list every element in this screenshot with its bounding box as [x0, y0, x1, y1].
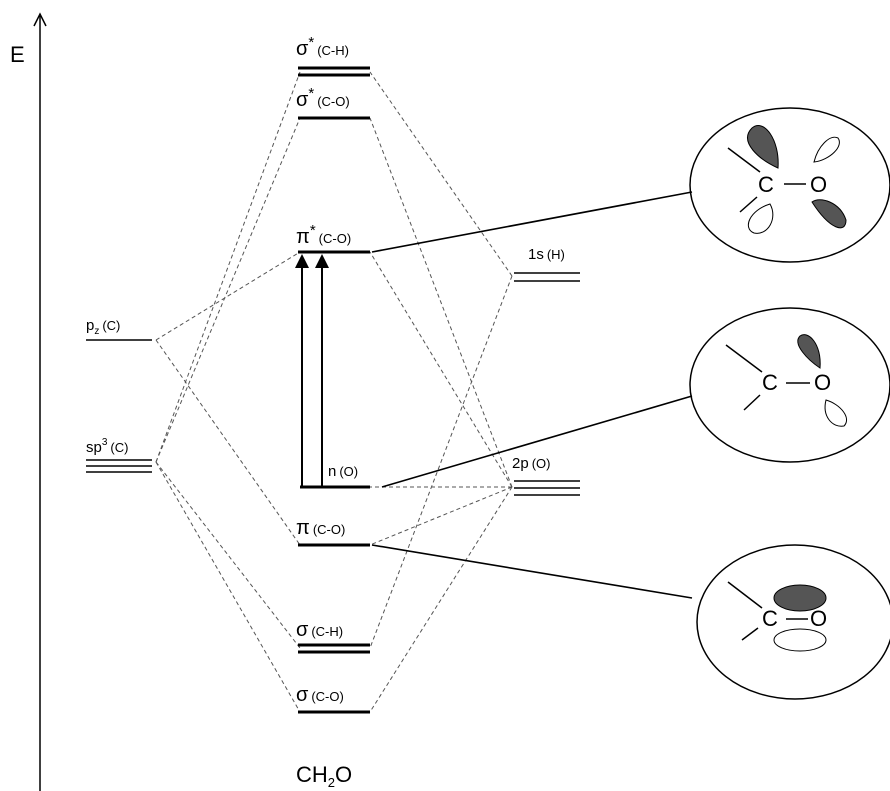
atom-o: O: [814, 370, 831, 395]
level-1s-h: [514, 272, 580, 282]
atom-c: C: [758, 172, 774, 197]
dash-2p-sigmastar-co: [369, 117, 513, 488]
label-n-o: n(O): [328, 463, 358, 480]
label-sp3-c: sp3(C): [86, 437, 128, 456]
lobe-open-o-top: [813, 136, 840, 163]
lobe-open-c-bottom: [748, 203, 774, 234]
label-sigma-co: σ(C-O): [296, 684, 344, 706]
dash-2p-pi: [369, 486, 513, 546]
level-2p-o: [514, 480, 580, 496]
ch-bond-lower: [741, 627, 759, 641]
ch-bond-lower: [743, 394, 761, 411]
atom-o: O: [810, 172, 827, 197]
label-pz-c: pz(C): [86, 317, 120, 337]
arrowhead-1: [295, 254, 309, 268]
orbital-picture-pi: C O: [696, 544, 890, 700]
level-sigma-star-ch: [298, 66, 370, 77]
connector-pistar: [371, 191, 693, 253]
lobe-open-bottom: [773, 628, 827, 652]
label-sigma-star-ch: σ*(C-H): [296, 34, 349, 60]
energy-axis-arrowhead: [33, 12, 47, 27]
picture-boundary: [689, 307, 890, 463]
mo-labels: σ*(C-H) σ*(C-O) π*(C-O) n(O) π(C-O) σ(C-…: [296, 34, 358, 706]
atomic-labels: pz(C) sp3(C) 1s(H) 2p(O): [86, 246, 565, 472]
picture-connectors: [371, 191, 693, 599]
label-1s-h: 1s(H): [528, 246, 565, 263]
ch-bond-upper: [727, 147, 761, 173]
orbital-picture-n: C O: [689, 307, 890, 463]
level-sp3-c: [86, 459, 152, 473]
mo-levels: [298, 66, 370, 714]
transition-arrows: [295, 254, 329, 487]
picture-boundary: [689, 107, 890, 263]
molecule-label: CH2O: [296, 762, 352, 790]
atomic-levels: [86, 272, 580, 496]
energy-axis-label: E: [10, 42, 25, 67]
connector-n: [381, 395, 693, 488]
atom-c: C: [762, 370, 778, 395]
dash-1s-sigmastar-ch: [369, 71, 513, 277]
dash-sp3-sigmastar-ch: [155, 71, 301, 463]
dash-1s-sigma-ch: [369, 275, 513, 649]
dash-pz-pi: [155, 339, 301, 546]
orbital-picture-pi-star: C O: [689, 107, 890, 263]
level-sigma-ch: [298, 643, 370, 654]
energy-axis: E: [10, 12, 47, 791]
lobe-open-o-bottom: [824, 399, 848, 427]
ch-bond-lower: [739, 196, 758, 213]
dash-sp3-sigma-co: [155, 461, 301, 713]
lobe-filled-c-top: [747, 125, 779, 169]
dash-sp3-sigma-ch: [155, 461, 301, 649]
label-sigma-star-co: σ*(C-O): [296, 85, 350, 111]
label-sigma-ch: σ(C-H): [296, 619, 343, 641]
arrowhead-2: [315, 254, 329, 268]
ch-bond-upper: [725, 344, 763, 373]
dash-2p-sigma-co: [369, 486, 513, 713]
label-pi-star-co: π*(C-O): [296, 222, 351, 248]
ch-bond-upper: [727, 581, 763, 609]
picture-boundary: [696, 544, 890, 700]
lobe-filled-o-bottom: [811, 199, 847, 229]
correlation-lines: [155, 71, 513, 713]
dash-2p-pistar: [369, 251, 513, 488]
dash-pz-pistar: [155, 251, 301, 341]
lobe-filled-o-top: [797, 334, 821, 369]
lobe-filled-top: [773, 584, 827, 612]
label-pi-co: π(C-O): [296, 517, 345, 539]
dash-sp3-sigmastar-co: [155, 117, 301, 463]
connector-pi: [371, 544, 693, 599]
atom-c: C: [762, 606, 778, 631]
atom-o: O: [810, 606, 827, 631]
label-2p-o: 2p(O): [512, 455, 550, 472]
